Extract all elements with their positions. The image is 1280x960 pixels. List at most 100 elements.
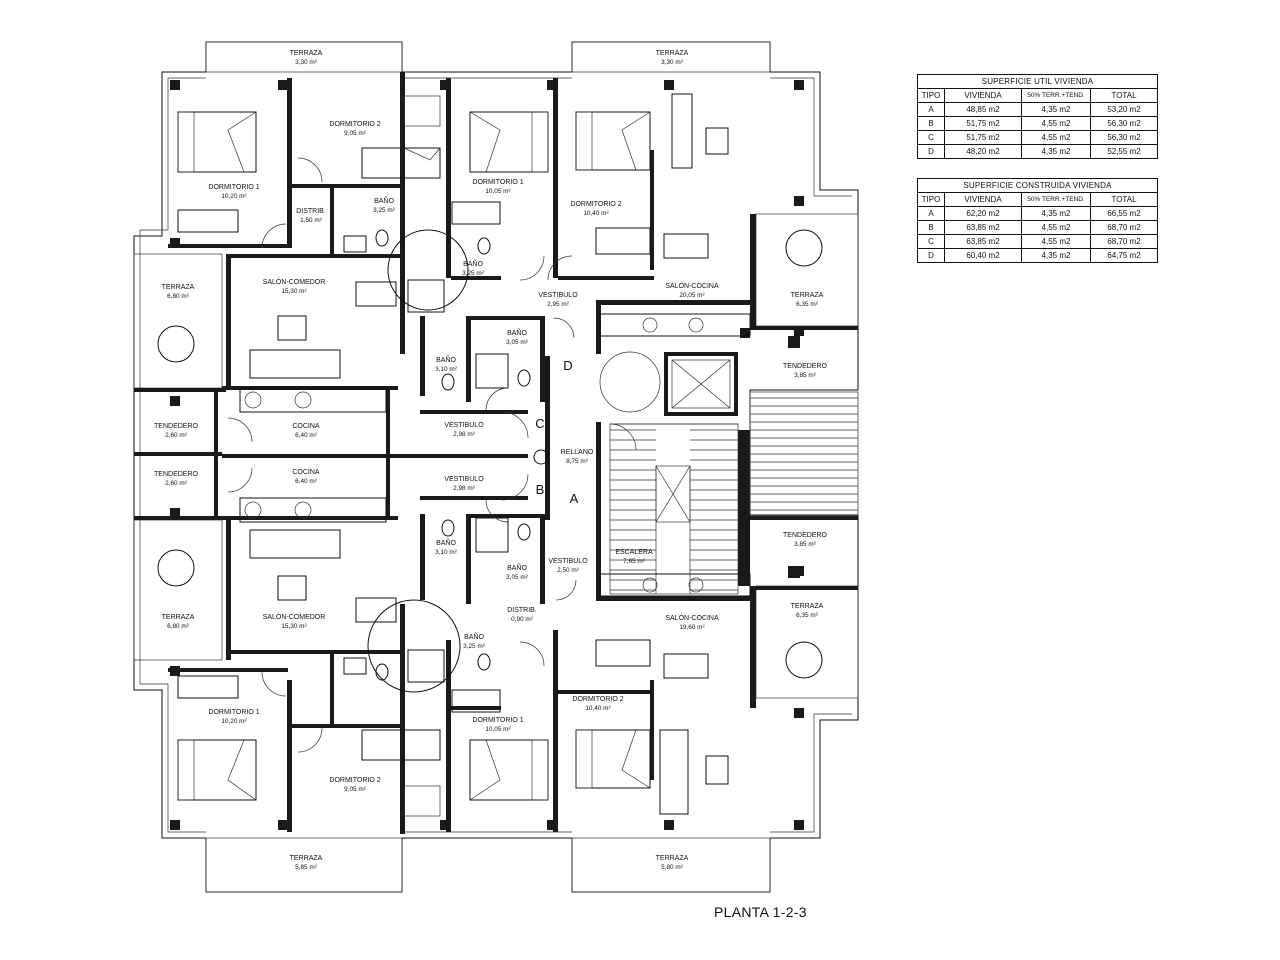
- room-area: 8,75 m²: [566, 458, 588, 465]
- room-label: COCINA: [292, 423, 320, 430]
- unit-letters: D C B A: [535, 358, 578, 506]
- col-header: VIVIENDA: [944, 192, 1022, 207]
- room-area: 3,25 m²: [463, 643, 485, 650]
- cell: 63,85 m2: [944, 234, 1022, 249]
- room-label: ESCALERA: [615, 549, 653, 556]
- room-area: 2,98 m²: [453, 485, 475, 492]
- room-area: 5,80 m²: [661, 864, 683, 871]
- area-tables: SUPERFICIE UTIL VIVIENDA TIPO VIVIENDA 5…: [917, 74, 1158, 282]
- room-label: SALÓN-COMEDOR: [263, 277, 326, 286]
- room-label: BAÑO: [507, 563, 527, 572]
- cell: A: [917, 102, 945, 117]
- room-label: TENDEDERO: [783, 363, 828, 370]
- room-label: DORMITORIO 1: [208, 184, 259, 191]
- room-area: 9,05 m²: [344, 130, 366, 137]
- room-area: 6,40 m²: [295, 432, 317, 439]
- room-label: DORMITORIO 2: [570, 201, 621, 208]
- room-label: VESTIBULO: [548, 558, 588, 565]
- room-label: VESTIBULO: [444, 422, 484, 429]
- cell: 4,35 m2: [1021, 144, 1091, 159]
- room-area: 3,10 m²: [435, 549, 457, 556]
- room-area: 5,85 m²: [295, 864, 317, 871]
- room-area: 3,05 m²: [506, 339, 528, 346]
- room-label: DORMITORIO 2: [329, 777, 380, 784]
- col-header: 50% TERR.+TEND.: [1021, 192, 1091, 207]
- room-area: 7,65 m²: [623, 558, 645, 565]
- room-label: VESTIBULO: [538, 292, 578, 299]
- table-title: SUPERFICIE UTIL VIVIENDA: [917, 74, 1158, 89]
- cell: 52,55 m2: [1090, 144, 1158, 159]
- cell: D: [917, 248, 945, 263]
- room-area: 19,60 m²: [679, 624, 704, 631]
- cell: 51,75 m2: [944, 116, 1022, 131]
- room-label: BAÑO: [464, 632, 484, 641]
- room-area: 6,40 m²: [295, 478, 317, 485]
- table-title: SUPERFICIE CONSTRUIDA VIVIENDA: [917, 178, 1158, 193]
- room-label: TERRAZA: [791, 603, 824, 610]
- room-label: DORMITORIO 2: [329, 121, 380, 128]
- table-row: C 63,85 m2 4,55 m2 68,70 m2: [917, 234, 1158, 249]
- cell: B: [917, 116, 945, 131]
- cell: C: [917, 234, 945, 249]
- room-area: 3,25 m²: [373, 207, 395, 214]
- room-label: TERRAZA: [656, 50, 689, 57]
- cell: 64,75 m2: [1090, 248, 1158, 263]
- room-label: BAÑO: [436, 355, 456, 364]
- room-area: 3,30 m²: [661, 59, 683, 66]
- cell: B: [917, 220, 945, 235]
- cell: 56,30 m2: [1090, 116, 1158, 131]
- table-superficie-construida: SUPERFICIE CONSTRUIDA VIVIENDA TIPO VIVI…: [917, 178, 1158, 263]
- unit-label-b: B: [536, 482, 545, 497]
- room-label: BAÑO: [463, 259, 483, 268]
- room-area: 6,35 m²: [796, 301, 818, 308]
- room-area: 3,85 m²: [794, 372, 816, 379]
- room-area: 2,60 m²: [165, 432, 187, 439]
- col-header: 50% TERR.+TEND.: [1021, 88, 1091, 103]
- cell: 4,55 m2: [1021, 130, 1091, 145]
- cell: 53,20 m2: [1090, 102, 1158, 117]
- room-area: 10,40 m²: [583, 210, 608, 217]
- col-header: TIPO: [917, 88, 945, 103]
- col-header: TOTAL: [1090, 88, 1158, 103]
- room-area: 15,30 m²: [281, 288, 306, 295]
- cell: 4,55 m2: [1021, 234, 1091, 249]
- table-row: A 48,85 m2 4,35 m2 53,20 m2: [917, 102, 1158, 117]
- room-area: 3,30 m²: [295, 59, 317, 66]
- cell: 48,85 m2: [944, 102, 1022, 117]
- cell: 66,55 m2: [1090, 206, 1158, 221]
- room-area: 10,05 m²: [485, 188, 510, 195]
- room-label: TERRAZA: [162, 614, 195, 621]
- room-label: VESTIBULO: [444, 476, 484, 483]
- table-row: A 62,20 m2 4,35 m2 66,55 m2: [917, 206, 1158, 221]
- room-label: TERRAZA: [791, 292, 824, 299]
- cell: C: [917, 130, 945, 145]
- room-area: 2,98 m²: [453, 431, 475, 438]
- room-area: 20,05 m²: [679, 292, 704, 299]
- col-header: TIPO: [917, 192, 945, 207]
- cell: 4,35 m2: [1021, 248, 1091, 263]
- table-row: C 51,75 m2 4,55 m2 56,30 m2: [917, 130, 1158, 145]
- room-area: 3,10 m²: [435, 366, 457, 373]
- room-area: 1,50 m²: [300, 217, 322, 224]
- room-area: 15,30 m²: [281, 623, 306, 630]
- cell: 68,70 m2: [1090, 220, 1158, 235]
- room-label: TERRAZA: [290, 855, 323, 862]
- cell: 48,20 m2: [944, 144, 1022, 159]
- room-label: DORMITORIO 2: [572, 696, 623, 703]
- room-label: TERRAZA: [656, 855, 689, 862]
- table-row: B 63,85 m2 4,55 m2 68,70 m2: [917, 220, 1158, 235]
- cell: 56,30 m2: [1090, 130, 1158, 145]
- room-area: 9,05 m²: [344, 786, 366, 793]
- room-label: BAÑO: [436, 538, 456, 547]
- cell: 4,55 m2: [1021, 220, 1091, 235]
- room-label: BAÑO: [374, 196, 394, 205]
- unit-label-c: C: [535, 416, 544, 431]
- col-header: TOTAL: [1090, 192, 1158, 207]
- room-area: 10,20 m²: [221, 718, 246, 725]
- col-header: VIVIENDA: [944, 88, 1022, 103]
- cell: 68,70 m2: [1090, 234, 1158, 249]
- plan-title: PLANTA 1-2-3: [714, 904, 807, 920]
- room-area: 10,05 m²: [485, 726, 510, 733]
- table-row: B 51,75 m2 4,55 m2 56,30 m2: [917, 116, 1158, 131]
